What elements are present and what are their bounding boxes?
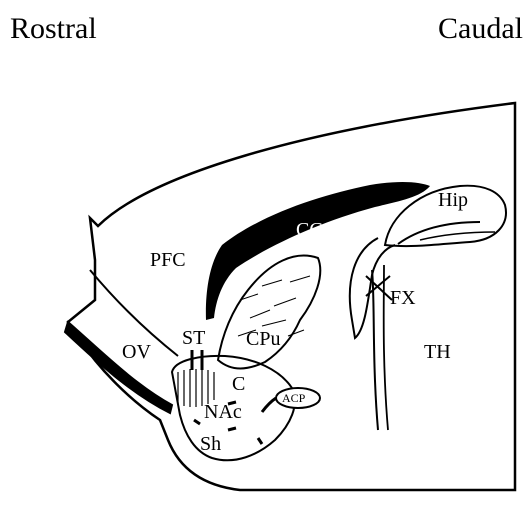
acp-label: ACP — [282, 391, 306, 405]
fornix-tract-2 — [384, 265, 388, 430]
hip-label: Hip — [438, 189, 468, 211]
ov-label: OV — [122, 341, 151, 363]
cpu-hatch — [238, 276, 310, 336]
sh-label: Sh — [200, 433, 221, 455]
fornix-tract — [372, 270, 378, 430]
th-label: TH — [424, 341, 451, 363]
caudate-putamen — [218, 256, 320, 369]
olfactory-ventricle-band — [65, 322, 172, 413]
pfc-label: PFC — [150, 249, 186, 271]
brain-outline — [68, 103, 515, 490]
c-label: C — [232, 373, 245, 395]
cpu-label: CPu — [246, 328, 280, 350]
st-label: ST — [182, 327, 205, 349]
nac-label: NAc — [204, 401, 242, 423]
cc-label: CC — [296, 219, 323, 241]
acp-tail — [262, 398, 276, 412]
fx-label: FX — [390, 287, 416, 309]
